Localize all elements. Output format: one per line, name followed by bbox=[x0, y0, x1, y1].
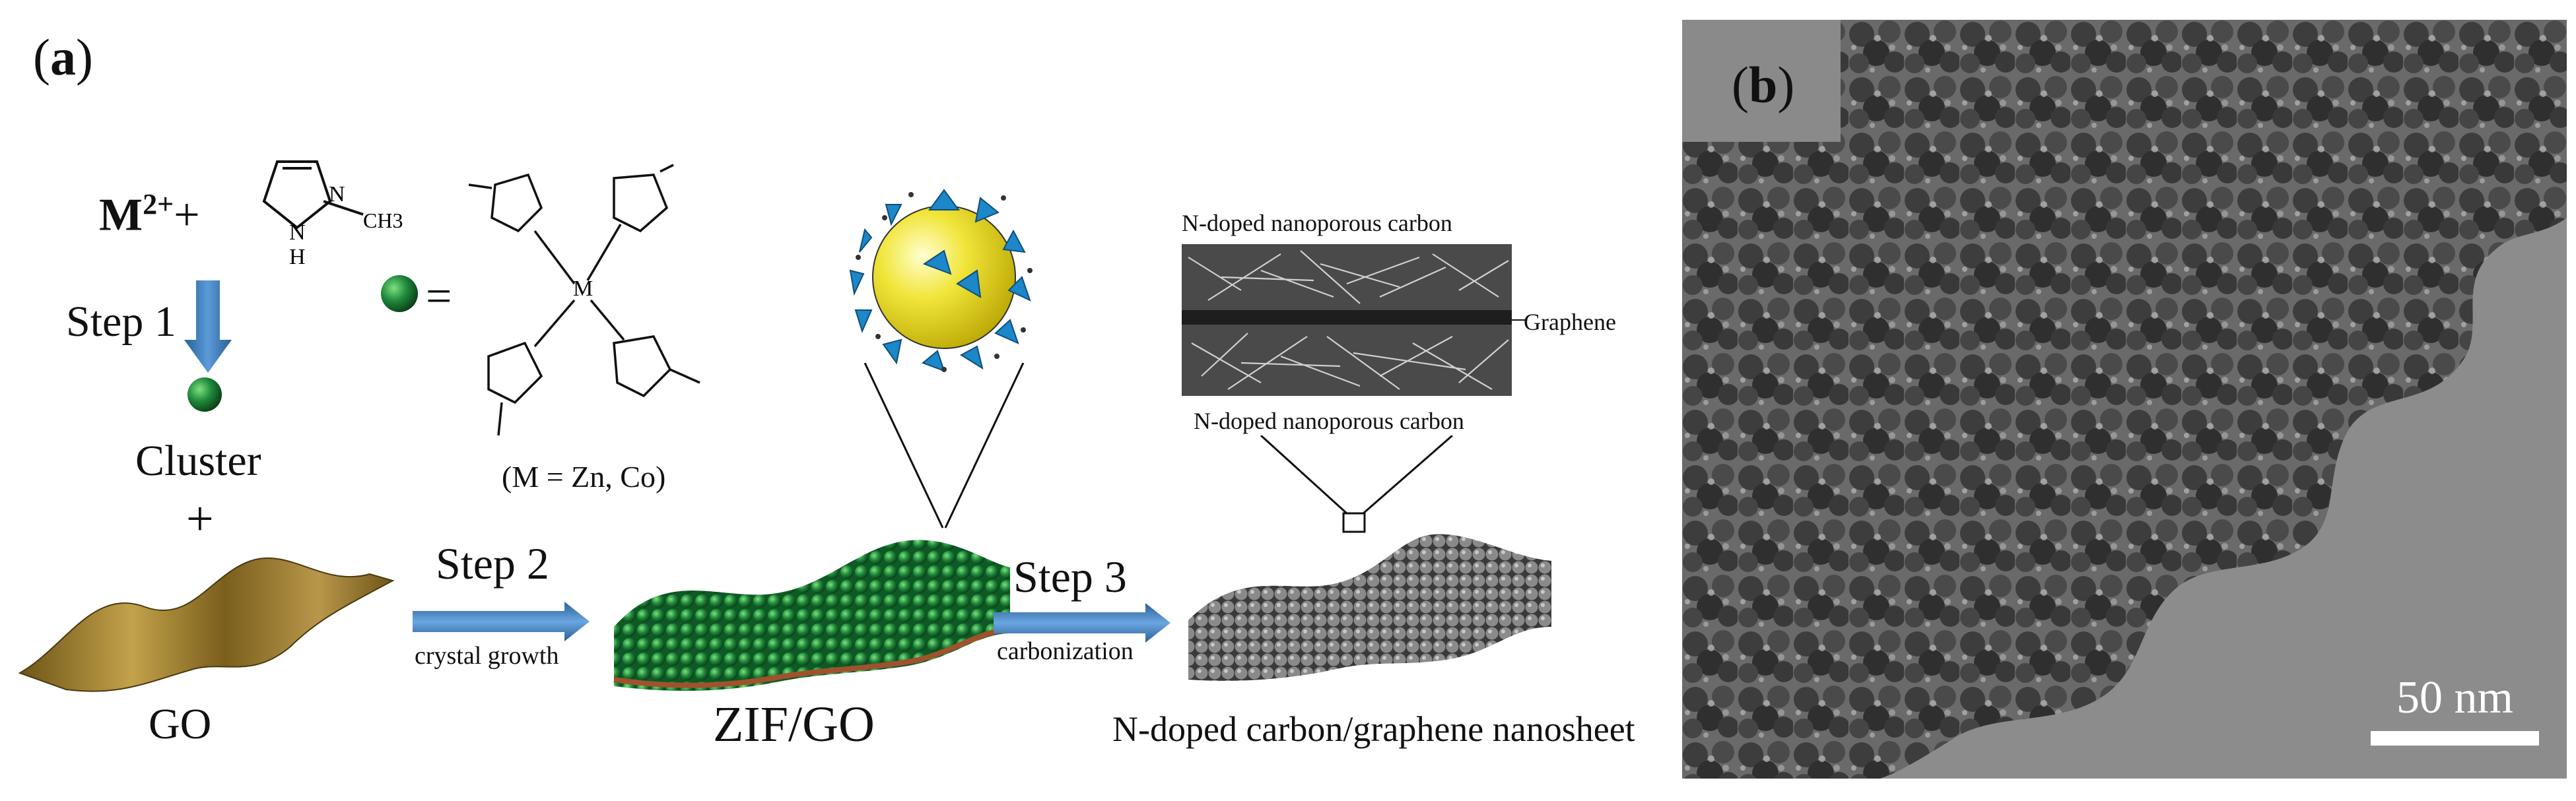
step2-label: Step 2 bbox=[436, 538, 549, 589]
step1-label: Step 1 bbox=[66, 298, 176, 346]
panel-b-tem-image: (b) 50 nm bbox=[1682, 20, 2567, 779]
panel-b-label-close: ) bbox=[1777, 56, 1795, 113]
panel-b-label-letter: b bbox=[1748, 56, 1778, 113]
panel-a-label-close: ) bbox=[75, 28, 93, 86]
imidazole-h: H bbox=[289, 245, 306, 269]
cluster-sphere bbox=[187, 377, 222, 412]
carbon-zoom-lines bbox=[1260, 435, 1453, 533]
product-label: N-doped carbon/graphene nanosheet bbox=[1112, 709, 1635, 749]
zif-zoom-lines bbox=[864, 363, 1025, 529]
panel-b-label-open: ( bbox=[1732, 56, 1749, 113]
imidazole-n-top: N bbox=[329, 182, 345, 207]
panel-a-label-letter: a bbox=[50, 28, 76, 86]
metal-cluster-sphere bbox=[381, 275, 418, 312]
step1-arrow bbox=[184, 280, 232, 373]
imidazole-structure: N N H CH3 bbox=[262, 160, 403, 269]
zif-go-label: ZIF/GO bbox=[713, 697, 875, 752]
methyl-group: CH3 bbox=[363, 208, 403, 232]
step3-sublabel: carbonization bbox=[997, 637, 1134, 665]
imidazole-n-bottom: N bbox=[289, 220, 306, 245]
npc-top-label: N-doped nanoporous carbon bbox=[1182, 210, 1452, 236]
panel-a-label: (a) bbox=[33, 32, 93, 83]
metal-note: (M = Zn, Co) bbox=[502, 460, 666, 494]
go-sheet bbox=[18, 557, 395, 692]
step2-sublabel: crystal growth bbox=[415, 642, 559, 670]
reactant-label: M2++ bbox=[99, 190, 200, 238]
step3-label: Step 3 bbox=[1013, 552, 1127, 602]
carbon-graphene-sheet bbox=[1188, 534, 1551, 681]
carbon-layers-inset bbox=[1182, 244, 1512, 396]
zif-go-sheet bbox=[613, 540, 1011, 691]
cluster-label: Cluster bbox=[135, 437, 261, 485]
graphene-leader bbox=[1512, 319, 1525, 321]
reactant-metal: M bbox=[99, 189, 143, 241]
step3-arrow bbox=[994, 603, 1170, 643]
panel-b-label-box bbox=[1682, 20, 1841, 142]
metal-center-label: M bbox=[573, 276, 593, 301]
panel-a-label-open: ( bbox=[33, 28, 50, 86]
go-label: GO bbox=[149, 700, 212, 748]
tem-micrograph bbox=[1682, 20, 2567, 779]
scale-bar-line bbox=[2371, 731, 2539, 746]
scale-bar-label: 50 nm bbox=[2396, 672, 2513, 723]
reactant-plus: + bbox=[174, 189, 200, 241]
reactant-charge: 2+ bbox=[143, 188, 174, 220]
step2-arrow bbox=[413, 602, 590, 641]
panel-b-label: (b) bbox=[1732, 59, 1794, 111]
panel-a: (a) M2++ N N H CH3 Step 1 Cluster bbox=[18, 32, 1635, 752]
scale-bar: 50 nm bbox=[2371, 672, 2539, 746]
zif-crystal bbox=[849, 189, 1033, 372]
metal-complex-structure: M bbox=[468, 164, 700, 436]
cluster-plus: + bbox=[186, 492, 214, 546]
graphene-label: Graphene bbox=[1524, 309, 1616, 335]
npc-bottom-label: N-doped nanoporous carbon bbox=[1194, 408, 1464, 434]
equals-sign: = bbox=[426, 271, 452, 322]
